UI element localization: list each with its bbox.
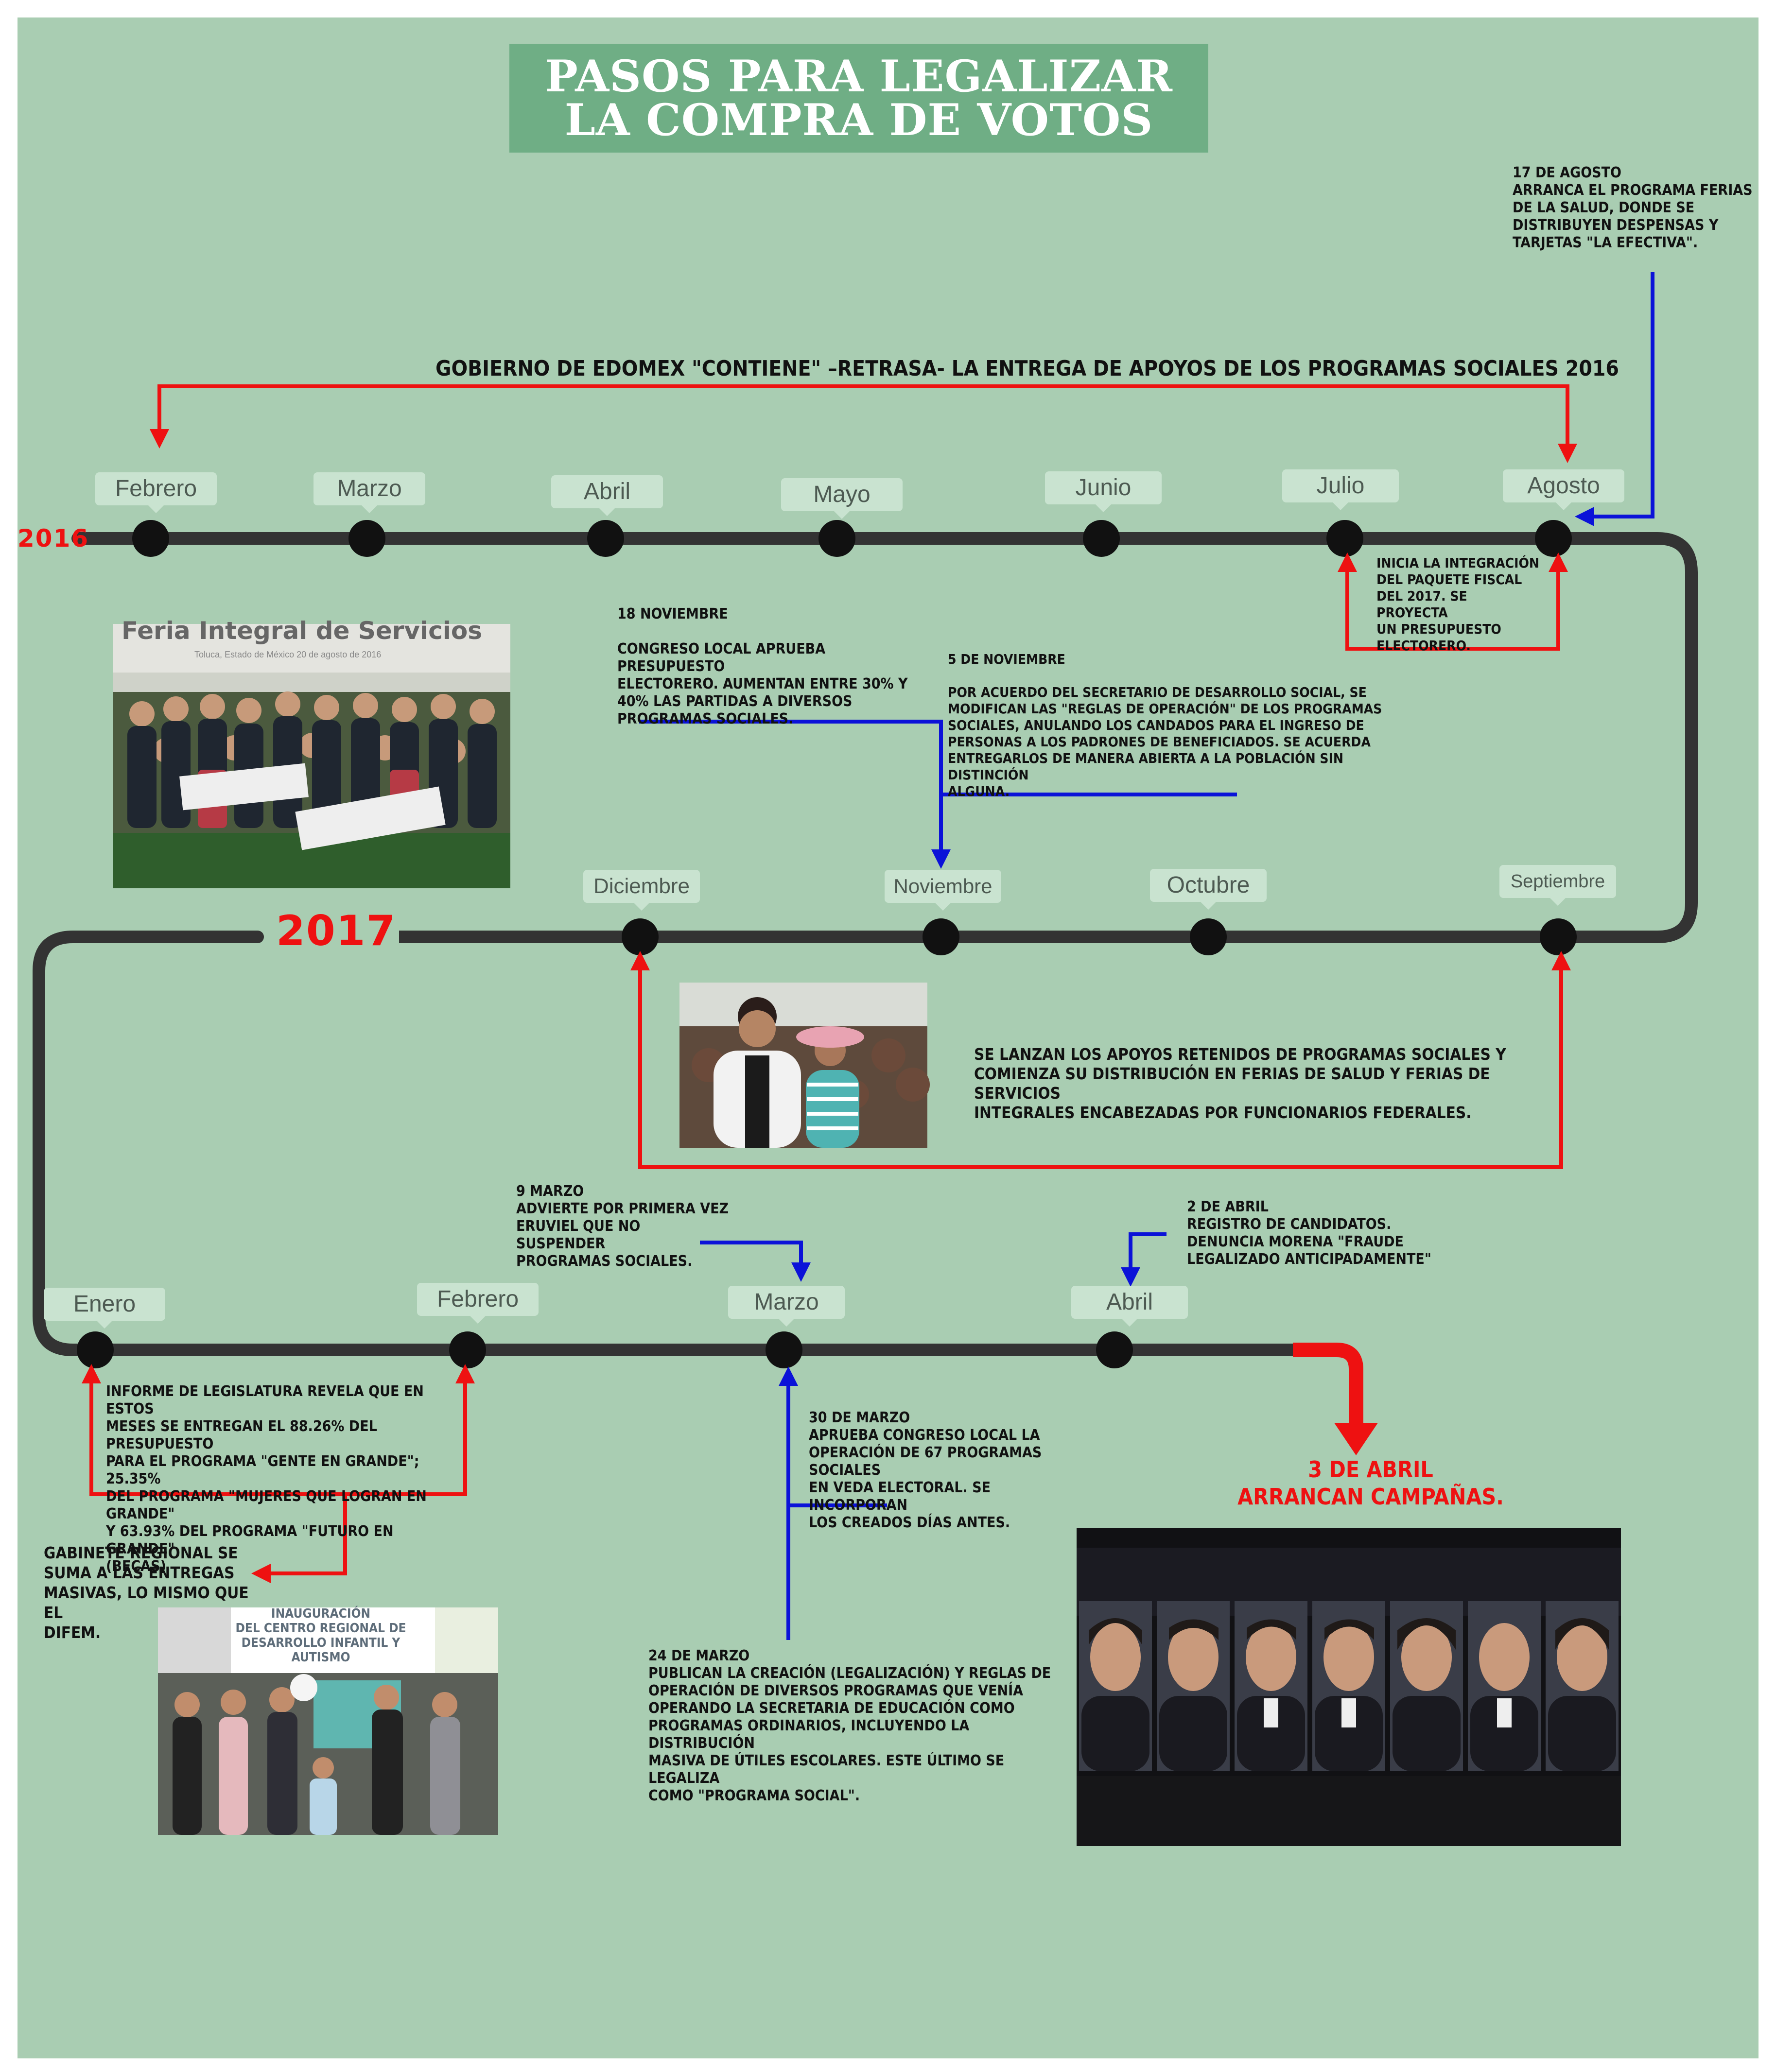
red-bracket-informe — [82, 1364, 475, 1496]
node-julio-2016 — [1326, 520, 1363, 557]
month-julio-2016: Julio — [1282, 469, 1399, 510]
photo-difem-banner-text: INAUGURACIÓN DEL CENTRO REGIONAL DE DESA… — [235, 1606, 406, 1665]
note-9-marzo: 9 MARZO ADVIERTE POR PRIMERA VEZ ERUVIEL… — [516, 1183, 729, 1270]
note-17-agosto: 17 DE AGOSTO ARRANCA EL PROGRAMA FERIAS … — [1513, 164, 1753, 251]
month-febrero-2017: Febrero — [417, 1283, 539, 1324]
note-30-marzo: 30 DE MARZO APRUEBA CONGRESO LOCAL LA OP… — [809, 1409, 1042, 1531]
photo-feria-integral — [113, 624, 510, 888]
photo-candidatos — [1077, 1528, 1621, 1846]
photo-feria-subtitle: Toluca, Estado de México 20 de agosto de… — [194, 650, 382, 659]
photo-feria-banner-text: Feria Integral de Servicios — [122, 617, 483, 645]
note-18-noviembre: 18 NOVIEMBRE CONGRESO LOCAL APRUEBA PRES… — [617, 605, 908, 727]
red-arrow-gabinete — [251, 1494, 347, 1583]
note-arrancan-campanas: 3 DE ABRIL ARRANCAN CAMPAÑAS. — [1237, 1456, 1504, 1510]
red-bracket-apoyos — [630, 951, 1571, 1169]
node-marzo-2017 — [766, 1331, 802, 1368]
node-mayo-2016 — [818, 520, 855, 557]
node-noviembre-2016 — [923, 918, 959, 955]
photo-feria-salud — [679, 983, 930, 1148]
node-marzo-2016 — [348, 520, 385, 557]
timeline-path-2017 — [33, 931, 1299, 1356]
node-febrero-2017 — [449, 1331, 486, 1368]
note-apoyos-retenidos: SE LANZAN LOS APOYOS RETENIDOS DE PROGRA… — [974, 1045, 1506, 1122]
node-octubre-2016 — [1190, 918, 1227, 955]
blue-arrow-2-abril — [1121, 1232, 1167, 1287]
page-title: PASOS PARA LEGALIZAR LA COMPRA DE VOTOS — [545, 51, 1173, 146]
node-abril-2017 — [1096, 1331, 1133, 1368]
month-septiembre-2016: Septiembre — [1499, 865, 1616, 906]
month-enero-2017: Enero — [44, 1288, 165, 1329]
month-marzo-2016: Marzo — [313, 472, 425, 513]
month-diciembre-2016: Diciembre — [583, 870, 700, 911]
month-octubre-2016: Octubre — [1150, 869, 1267, 910]
blue-arrow-9-marzo — [700, 1241, 811, 1282]
month-mayo-2016: Mayo — [781, 478, 903, 519]
month-abril-2016: Abril — [551, 475, 663, 516]
red-arrow-campanas — [1293, 1343, 1363, 1428]
month-junio-2016: Junio — [1045, 471, 1162, 512]
node-agosto-2016 — [1535, 520, 1572, 557]
note-contiene-apoyos: GOBIERNO DE EDOMEX "CONTIENE" –RETRASA- … — [435, 356, 1619, 381]
note-2-abril: 2 DE ABRIL REGISTRO DE CANDIDATOS. DENUN… — [1187, 1198, 1431, 1268]
month-marzo-2017: Marzo — [728, 1286, 845, 1327]
photo-difem — [158, 1607, 498, 1835]
node-junio-2016 — [1083, 520, 1120, 557]
month-febrero-2016: Febrero — [95, 472, 217, 513]
node-abril-2016 — [587, 520, 624, 557]
month-abril-2017: Abril — [1071, 1286, 1188, 1327]
month-agosto-2016: Agosto — [1503, 469, 1624, 510]
month-noviembre-2016: Noviembre — [885, 870, 1001, 911]
year-2016-label: 2016 — [17, 524, 89, 553]
node-septiembre-2016 — [1540, 918, 1577, 955]
red-bracket-contiene — [150, 384, 1577, 463]
node-diciembre-2016 — [622, 918, 659, 955]
node-enero-2017 — [77, 1331, 114, 1368]
red-bracket-paquete-fiscal — [1338, 553, 1568, 651]
year-2017-label: 2017 — [273, 908, 400, 954]
note-5-noviembre: 5 DE NOVIEMBRE POR ACUERDO DEL SECRETARI… — [948, 651, 1382, 799]
note-paquete-fiscal: INICIA LA INTEGRACIÓN DEL PAQUETE FISCAL… — [1376, 555, 1539, 654]
note-gabinete-regional: GABINETE REGIONAL SE SUMA A LAS ENTREGAS… — [44, 1543, 249, 1642]
note-informe-legislatura: INFORME DE LEGISLATURA REVELA QUE EN EST… — [106, 1383, 427, 1575]
blue-arrow-17-agosto — [1575, 272, 1654, 526]
timeline-path — [71, 532, 1698, 943]
node-febrero-2016 — [132, 520, 169, 557]
blue-arrow-18-noviembre — [639, 720, 951, 869]
note-24-marzo: 24 DE MARZO PUBLICAN LA CREACIÓN (LEGALI… — [648, 1647, 1051, 1804]
title-banner: PASOS PARA LEGALIZAR LA COMPRA DE VOTOS — [509, 44, 1208, 153]
